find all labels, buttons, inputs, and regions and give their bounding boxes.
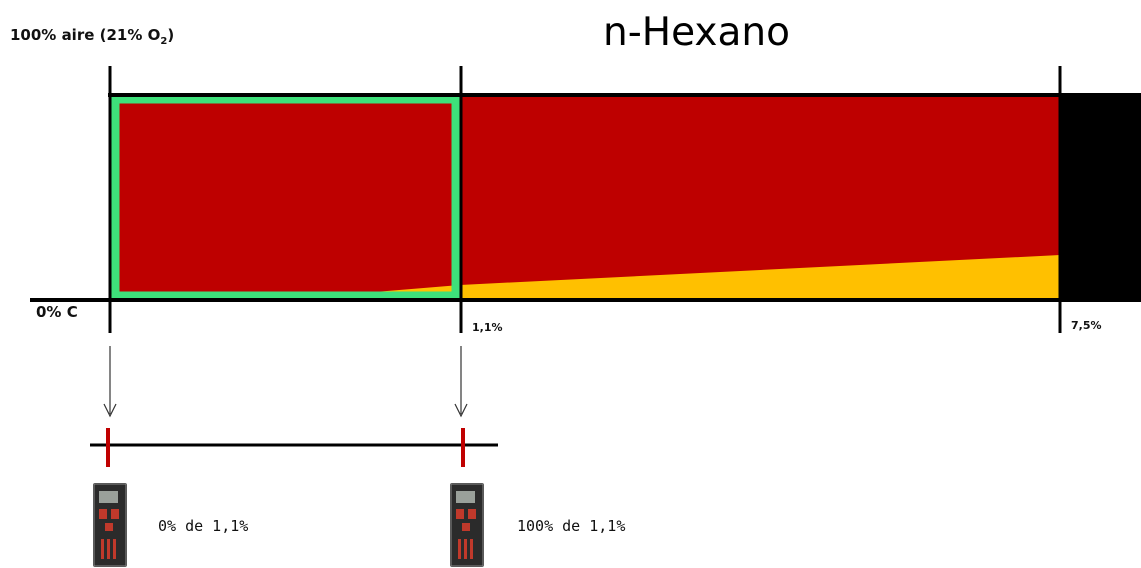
- zero-concentration-label: 0% C: [36, 303, 78, 321]
- uel-label: 7,5%: [1071, 319, 1102, 332]
- arrow-right-head: [454, 403, 468, 418]
- black-region: [1060, 95, 1141, 300]
- page-title: n-Hexano: [603, 10, 790, 55]
- green-highlight-box: [110, 94, 461, 301]
- yellow-wedge: [290, 255, 1060, 299]
- gas-detector-icon-2: [450, 483, 484, 567]
- lel-label: 1,1%: [472, 321, 503, 334]
- arrow-left-head: [103, 403, 117, 418]
- device-2-label: 100% de 1,1%: [517, 517, 626, 535]
- air-oxygen-label: 100% aire (21% O2): [10, 26, 175, 47]
- gas-detector-icon-1: [93, 483, 127, 567]
- device-1-label: 0% de 1,1%: [158, 517, 249, 535]
